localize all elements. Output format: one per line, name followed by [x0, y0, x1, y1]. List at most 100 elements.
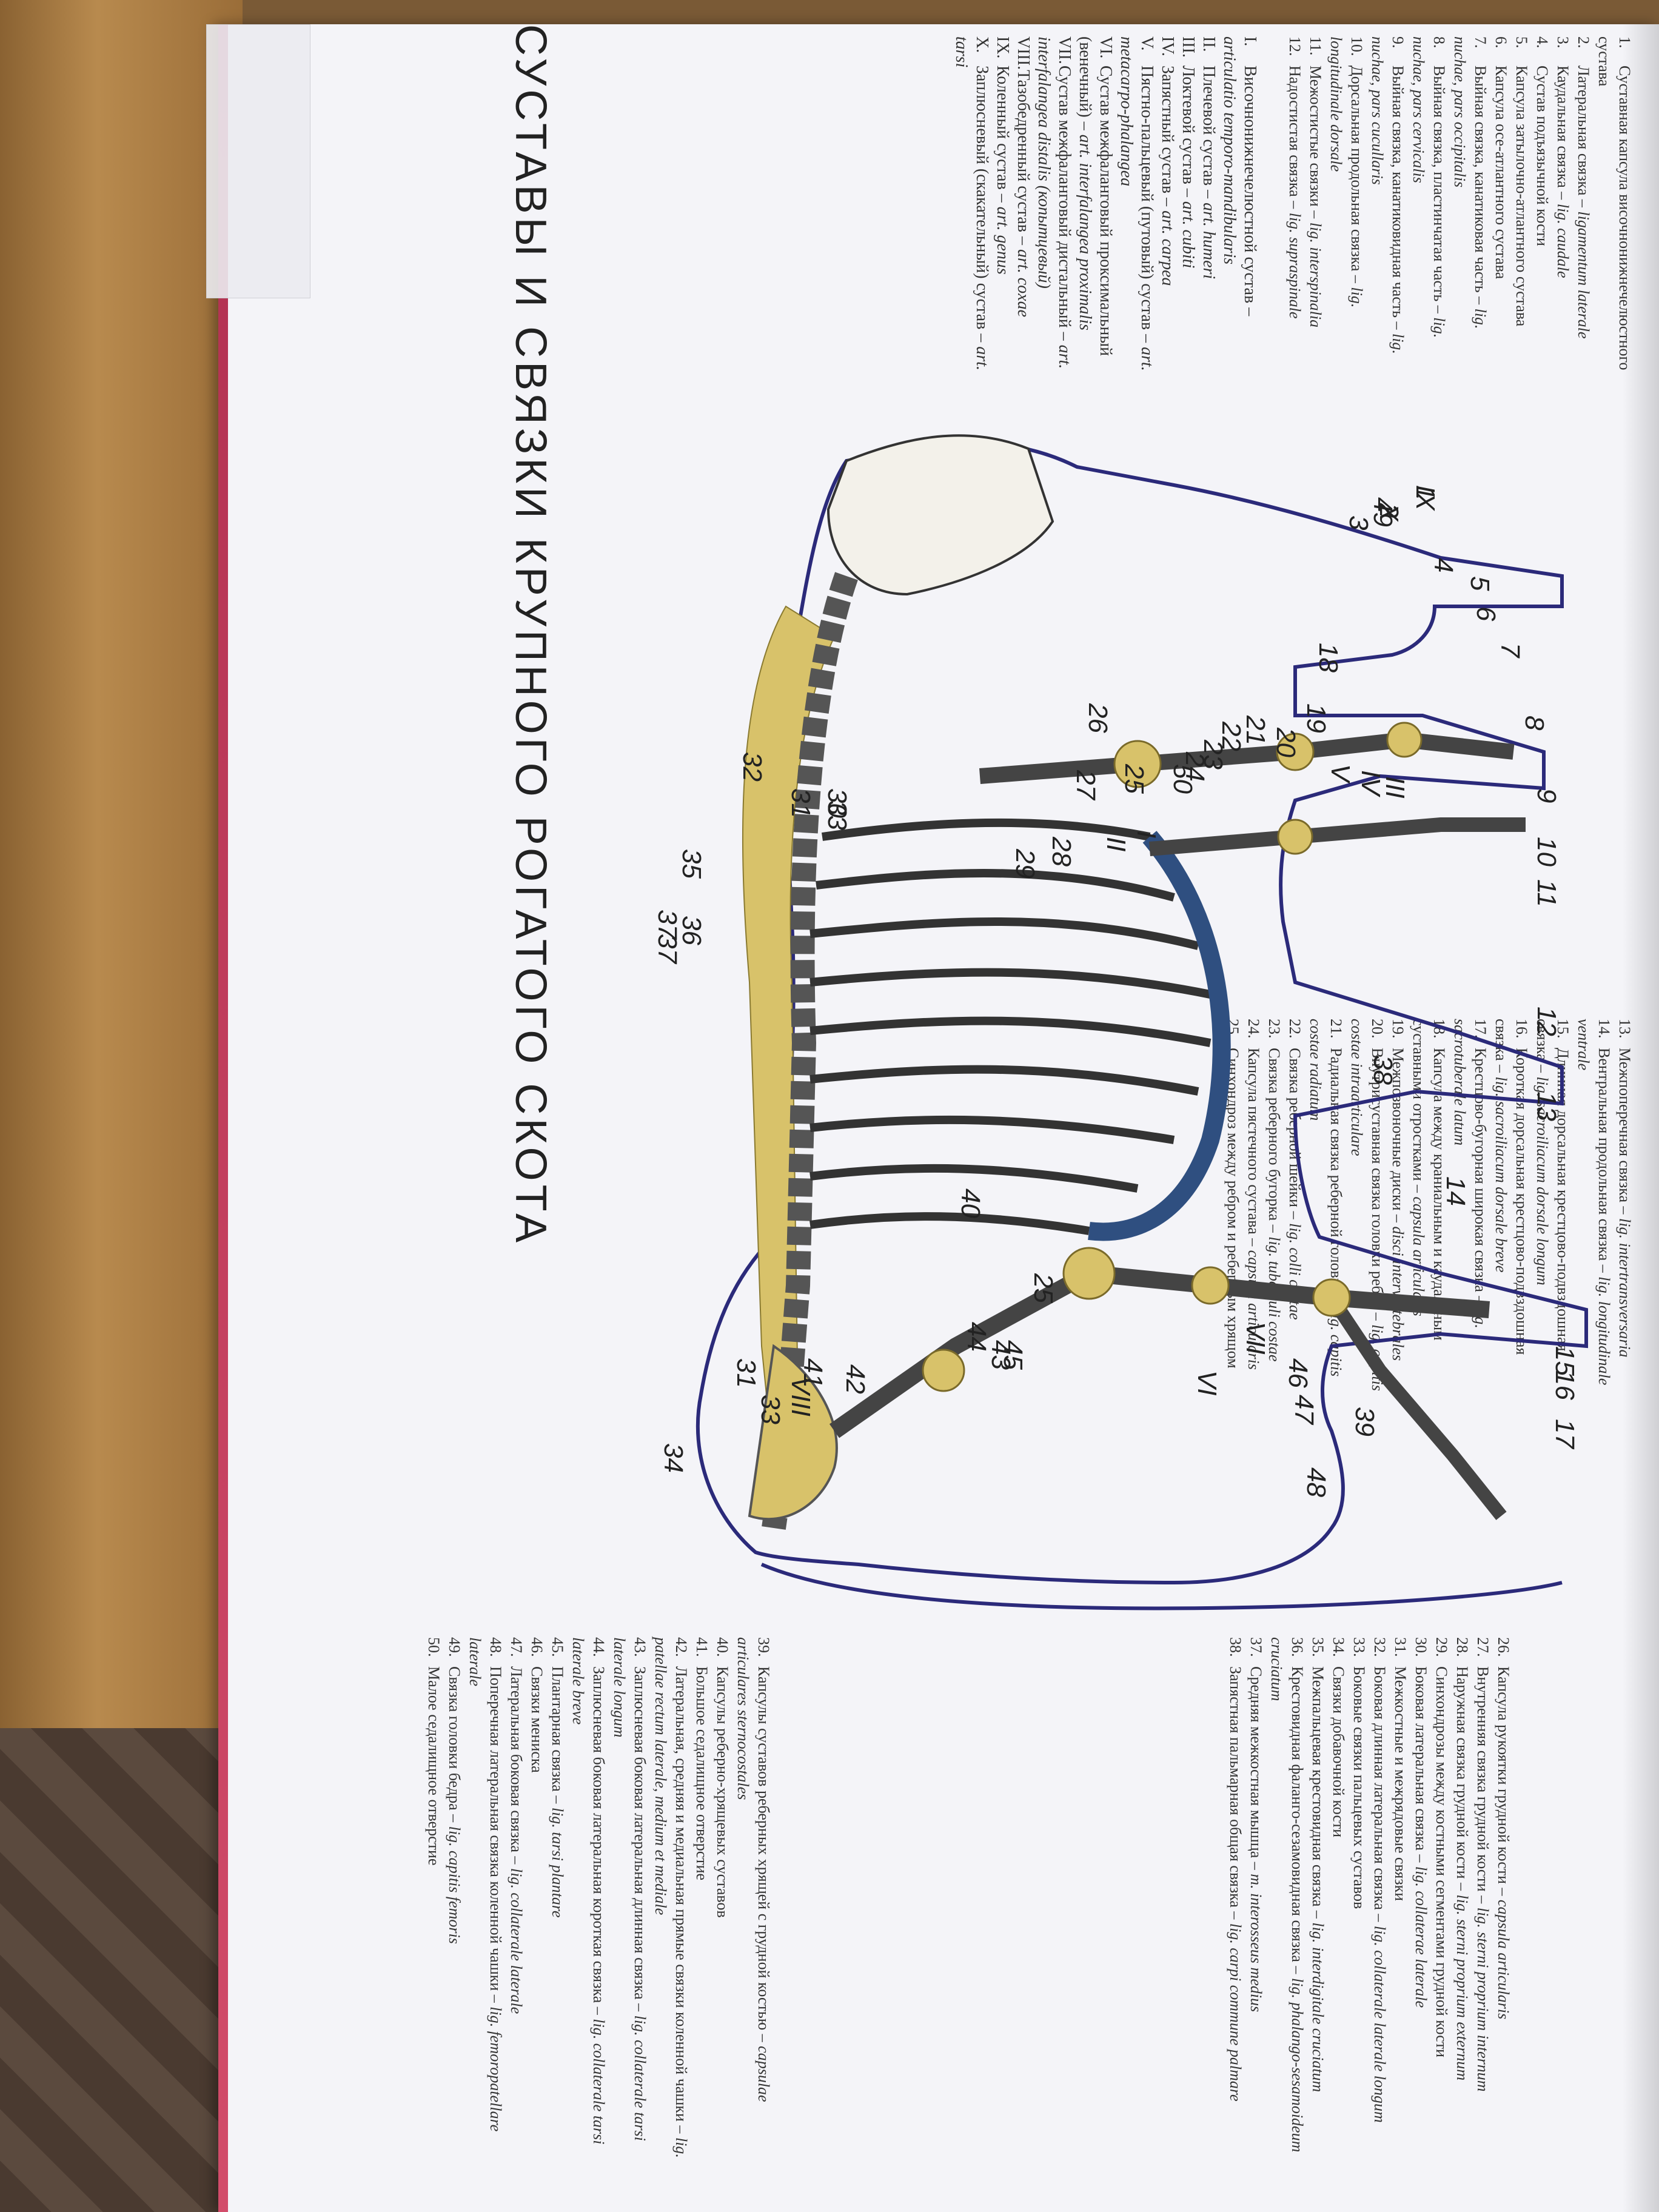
legend-text: Височнонижнечелюстной сустав – — [1241, 65, 1259, 317]
diagram-label: 40 — [956, 1188, 985, 1218]
diagram-label: 6 — [1471, 606, 1501, 622]
legend-number: V. — [1138, 36, 1156, 51]
legend-text: Выйная связка, пластинчатая часть – — [1430, 65, 1448, 318]
legend-number: 34. — [1330, 1637, 1347, 1657]
legend-item: 10.Дорсальная продольная связка – lig. l… — [1326, 36, 1367, 376]
costal-cartilages — [1088, 831, 1231, 1241]
legend-text: Связки добавочной кости — [1330, 1666, 1347, 1838]
legend-latin: lig. tarsi plantare — [549, 1807, 566, 1918]
legend-text: Локтевой сустав – — [1179, 65, 1198, 201]
legend-text: Дорсальная продольная связка – — [1348, 65, 1366, 287]
legend-number: 4. — [1533, 36, 1551, 49]
legend-text: Боковые связки пальцевых суставов — [1350, 1666, 1368, 1909]
diagram-label: 49 — [1368, 497, 1398, 527]
legend-text: Латеральная, средняя и медиальная прямые… — [672, 1666, 690, 2137]
legend-text: Плантарная связка – — [549, 1666, 566, 1808]
skull — [826, 434, 1054, 596]
legend-number: III. — [1179, 36, 1198, 58]
roman-legend: I.Височнонижнечелюстной сустав – articul… — [951, 36, 1260, 376]
legend-number: VII. — [1055, 36, 1074, 64]
page-edge — [218, 24, 228, 2212]
diagram-label: 11 — [1532, 879, 1561, 907]
legend-number: 1. — [1616, 36, 1634, 49]
legend-number: 38. — [1227, 1637, 1244, 1657]
legend-latin: lig. collaterae laterale — [1412, 1866, 1430, 2008]
diagram-label: 17 — [1550, 1419, 1580, 1449]
legend-item: 27.Внутренняя связка грудной кости – lig… — [1472, 1637, 1493, 2171]
legend-text: Пястно-пальцевый (путовый) сустав – — [1138, 65, 1156, 347]
legend-number: 46. — [528, 1637, 546, 1657]
tail — [760, 1563, 1563, 1610]
forelimb-bones-2 — [1149, 817, 1526, 856]
legend-item: 3.Каудальная связка – lig. caudale — [1552, 36, 1573, 376]
book-spine-shadow — [1623, 24, 1659, 2212]
legend-latin: capsula articularis — [1495, 1900, 1512, 2020]
legend-number: 49. — [446, 1637, 463, 1657]
legend-item: 39.Капсулы суставов реберных хрящей с гр… — [732, 1637, 774, 2171]
legend-number: 45. — [549, 1637, 566, 1657]
rib-cage — [809, 818, 1212, 1235]
diagram-label: 29 — [1010, 848, 1040, 879]
legend-number: 30. — [1412, 1637, 1430, 1657]
legend-item: I.Височнонижнечелюстной сустав – articul… — [1219, 36, 1260, 376]
legend-text: Связка головки бедра – — [446, 1666, 463, 1826]
legend-text: Капсула осе-атлантного сустава — [1492, 65, 1510, 280]
diagram-label: 38 — [1368, 1055, 1398, 1085]
diagram-label: 5 — [1465, 576, 1495, 591]
diagram-label: 20 — [1271, 727, 1301, 757]
legend-number: X. — [973, 36, 991, 53]
legend-text: Межостистые связки – — [1307, 65, 1324, 223]
legend-number: 2. — [1575, 36, 1592, 49]
diagram-label: VIII — [786, 1376, 816, 1416]
legend-number: 28. — [1453, 1637, 1471, 1657]
legend-item: 1.Суставная капсула височнонижнечелюстно… — [1594, 36, 1635, 376]
legend-item: 29.Синхондрозы между костными сегментами… — [1431, 1637, 1452, 2171]
legend-text: Средняя межкостная мышца – — [1247, 1666, 1265, 1874]
legend-text: Заплюсневая боковая латеральная длинная … — [631, 1666, 649, 2016]
legend-latin: m. interosseus medius — [1247, 1874, 1265, 2013]
legend-number: 37. — [1247, 1637, 1265, 1657]
legend-latin: lig. interspinalia — [1307, 222, 1324, 328]
legend-column-d: 39.Капсулы суставов реберных хрящей с гр… — [423, 1637, 774, 2171]
legend-text: Капсулы реберно-хрящевых суставов — [714, 1666, 731, 1918]
legend-item: 43.Заплюсневая боковая латеральная длинн… — [609, 1637, 650, 2171]
legend-text: Заплюсневый (скакательный) сустав – — [973, 65, 991, 347]
legend-item: 4.Сустав подъязычной кости — [1532, 36, 1552, 376]
diagram-label: 10 — [1532, 837, 1561, 866]
legend-number: 6. — [1492, 36, 1510, 49]
legend-text: Латеральная боковая связка – — [508, 1666, 525, 1868]
diagram-label: 46 — [1283, 1358, 1313, 1388]
legend-text: Каудальная связка – — [1554, 65, 1572, 204]
legend-item: 2.Латеральная связка – ligamentum latera… — [1573, 36, 1594, 376]
legend-item: 45. Плантарная связка – lig. tarsi planta… — [547, 1637, 568, 2171]
diagram-label: 45 — [998, 1340, 1028, 1370]
legend-number: 9. — [1389, 36, 1407, 49]
diagram-label: 36 — [677, 916, 706, 945]
legend-text: Межпальцевая крестовидная связка – — [1309, 1666, 1327, 1923]
diagram-label: 21 — [1241, 715, 1270, 745]
diagram-label: 23 — [1198, 739, 1228, 769]
legend-latin: art. interfalangea proximalis — [1076, 134, 1094, 331]
legend-number: IX. — [993, 36, 1012, 59]
rotated-page-content: I.Височнонижнечелюстной сустав – articul… — [264, 0, 1659, 2183]
diagram-label: V — [1326, 764, 1355, 784]
legend-latin: lig. collaterale laterale longum — [1371, 1925, 1389, 2123]
diagram-label: 27 — [1071, 769, 1101, 800]
legend-text: Большое седалищное отверстие — [693, 1666, 711, 1881]
diagram-label: 35 — [677, 849, 706, 879]
legend-item: X.Заплюсневый (скакательный) сустав – ar… — [951, 36, 992, 376]
legend-item: 9.Выйная связка, канатиковидная часть – … — [1367, 36, 1408, 376]
legend-item: VII.Сустав межфаланговый дистальный – ar… — [1033, 36, 1074, 376]
legend-text: Крестовидная фаланго-сезамовидная связка… — [1289, 1666, 1306, 1978]
legend-latin: lig. interdigitale cruciatum — [1309, 1922, 1327, 2093]
legend-text: Боковая длинная латеральная связка – — [1371, 1666, 1389, 1926]
legend-number: 12. — [1286, 36, 1304, 56]
legend-text: Тазобедренный сустав – — [1014, 70, 1033, 250]
legend-number: 27. — [1474, 1637, 1492, 1657]
legend-latin: lig. sterni proprium externum — [1453, 1894, 1471, 2081]
legend-number: 35. — [1309, 1637, 1327, 1657]
legend-text: Внутренняя связка грудной кости – — [1474, 1666, 1492, 1908]
legend-latin: lig. caudale — [1554, 203, 1572, 278]
legend-item: 40.Капсулы реберно-хрящевых суставов — [712, 1637, 732, 2171]
legend-number: 29. — [1433, 1637, 1450, 1657]
